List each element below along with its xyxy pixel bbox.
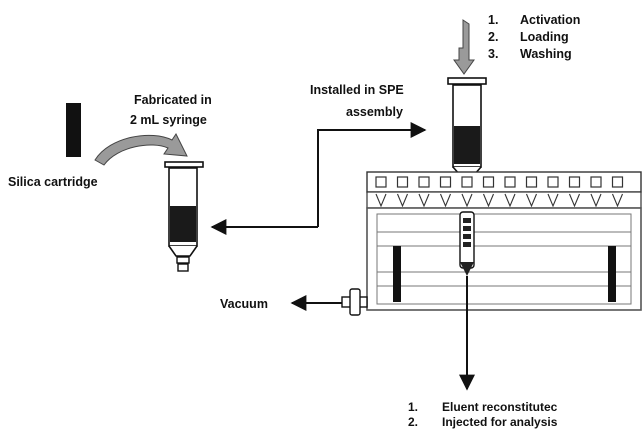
rack-port [547,176,559,188]
fabricated-label-line1: Fabricated in [134,93,212,107]
installed-label-line1: Installed in SPE [310,83,404,97]
rack-tip [547,193,559,208]
svg-text:Eluent reconstitutec: Eluent reconstitutec [442,400,558,414]
svg-text:2.: 2. [488,30,498,44]
svg-text:Washing: Washing [520,47,572,61]
installed-syringe [447,77,487,187]
rack-tip [525,193,538,208]
rack-port [439,176,452,188]
rack-port [418,176,430,188]
svg-text:1.: 1. [488,13,498,27]
top-steps-list: 1. Activation 2. Loading 3. Washing [488,13,580,61]
rack-port [375,176,387,188]
rack-tip [461,193,473,208]
svg-text:Loading: Loading [520,30,569,44]
rack-tip [418,193,430,208]
rack-port [504,176,516,188]
fabricated-label-line2: 2 mL syringe [130,113,207,127]
rack-port [396,176,409,188]
svg-text:Activation: Activation [520,13,580,27]
rack-tip [439,193,452,208]
installed-label-line2: assembly [346,105,403,119]
svg-text:2.: 2. [408,415,418,429]
svg-text:Injected for analysis: Injected for analysis [442,415,558,429]
rack-tip [504,193,516,208]
curved-transfer-arrow [94,133,188,166]
rack-port [611,176,624,188]
rack-tip [568,193,581,208]
rack-port [590,176,602,188]
svg-text:3.: 3. [488,47,498,61]
rack-tip [611,193,624,208]
rack-tip [482,193,495,208]
rack-tip [375,193,387,208]
rack-tip [590,193,602,208]
rack-port [482,176,495,188]
rack-port [568,176,581,188]
arrow-to-installed-syringe [317,122,427,227]
downward-loading-arrow [453,19,475,75]
spe-manifold [341,171,642,316]
rack-port [525,176,538,188]
vacuum-label: Vacuum [220,297,268,311]
bottom-steps-list: 1. Eluent reconstitutec 2. Injected for … [408,400,558,429]
rack-port [461,176,473,188]
silica-cartridge-block [66,103,81,157]
small-syringe [164,161,204,272]
silica-cartridge-label: Silica cartridge [8,175,98,189]
svg-text:1.: 1. [408,400,418,414]
rack-tip [396,193,409,208]
